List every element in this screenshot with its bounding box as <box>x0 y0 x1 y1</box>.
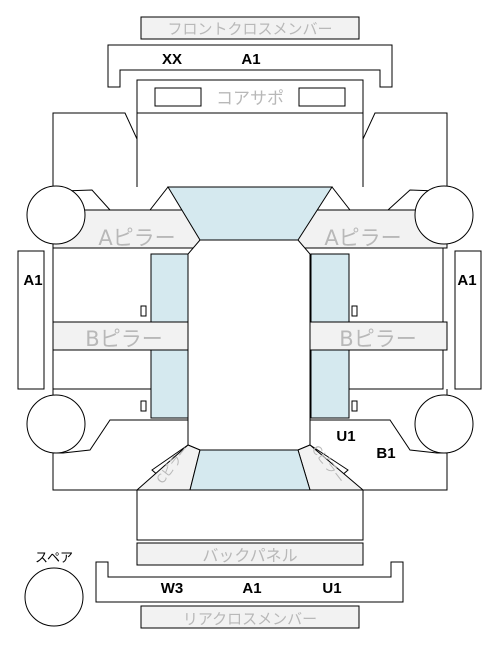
front-inner-lines <box>136 139 364 187</box>
left-front-door-glass <box>150 253 190 323</box>
front-cross-code-2: A1 <box>241 51 260 68</box>
left-side-panel <box>17 250 45 390</box>
rear-cross-member <box>95 561 404 603</box>
core-support <box>136 79 364 113</box>
rear-cross-code-3: U1 <box>322 580 341 597</box>
right-front-door-glass <box>310 253 350 323</box>
left-rear-handle <box>140 400 147 412</box>
core-support-left-slot <box>154 87 202 107</box>
a-pillar-right-label: Aピラー <box>324 226 401 250</box>
front-right-wheel <box>414 185 474 245</box>
front-cross-member-label: フロントクロスメンバー <box>167 20 332 38</box>
b-pillar-right-label: Bピラー <box>339 327 416 351</box>
rear-cross-member-label-box <box>140 605 360 629</box>
left-rear-door-glass <box>150 349 190 419</box>
left-front-handle <box>140 305 147 317</box>
right-side-panel <box>454 250 482 390</box>
core-support-right-slot <box>298 87 346 107</box>
rear-glass <box>189 449 311 491</box>
front-left-wheel <box>26 185 86 245</box>
front-cross-code-1: XX <box>162 51 182 68</box>
right-rear-door-glass <box>310 349 350 419</box>
rear-left-wheel <box>26 394 86 454</box>
b-pillar-left <box>52 321 191 351</box>
rear-cross-code-2: A1 <box>242 580 261 597</box>
right-rear-code-2: B1 <box>376 445 395 462</box>
right-front-handle <box>351 305 358 317</box>
spare-tire <box>24 567 84 627</box>
rear-right-wheel <box>414 394 474 454</box>
core-support-label: コアサポ <box>216 89 284 109</box>
back-panel-label: バックパネル <box>202 546 297 565</box>
back-panel <box>136 542 364 566</box>
rear-cross-member-label: リアクロスメンバー <box>183 610 317 628</box>
b-pillar-left-label: Bピラー <box>85 327 162 351</box>
roof <box>187 239 311 451</box>
left-side-code: A1 <box>23 272 42 289</box>
right-rear-handle <box>351 400 358 412</box>
right-rear-code-1: U1 <box>336 428 355 445</box>
spare-label: スペア <box>35 551 73 566</box>
rear-body-section <box>52 419 448 541</box>
b-pillar-right <box>309 321 448 351</box>
rear-cross-code-1: W3 <box>161 580 184 597</box>
front-cross-member-label-box <box>140 16 360 40</box>
a-pillar-left-label: Aピラー <box>98 226 175 250</box>
front-cross-member <box>107 44 393 88</box>
right-side-code: A1 <box>457 272 476 289</box>
